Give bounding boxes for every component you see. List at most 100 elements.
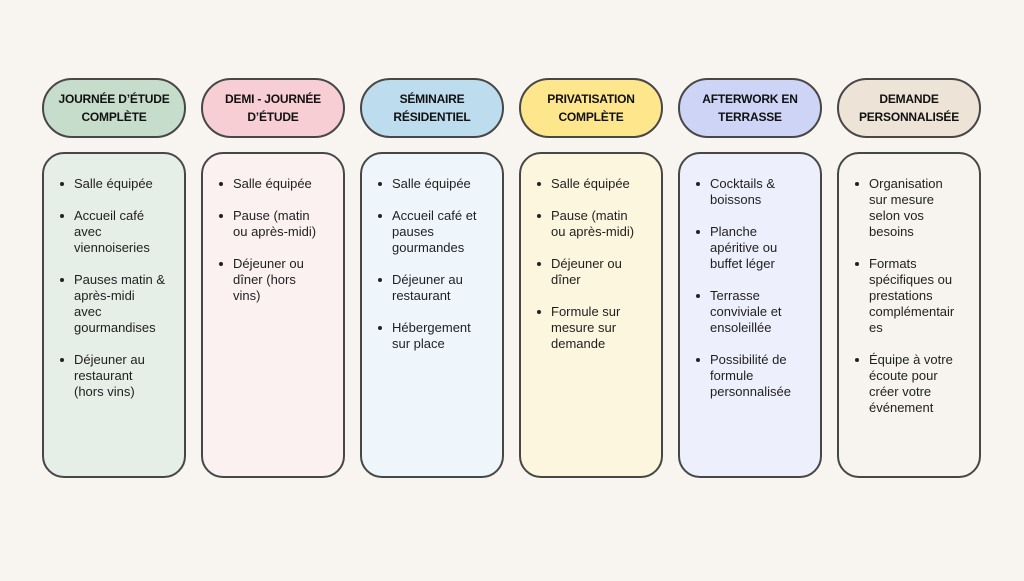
offer-title-line: DEMANDE: [879, 92, 939, 106]
feature-text-line: boissons: [710, 192, 762, 207]
feature-text-line: écoute pour: [869, 368, 938, 383]
offer-title-line: D’ÉTUDE: [247, 110, 299, 124]
offer-title: SÉMINAIRE RÉSIDENTIEL: [393, 90, 470, 126]
feature-text-line: Terrasse: [710, 288, 760, 303]
feature-text-line: mesure sur: [551, 320, 617, 335]
feature-text-line: Déjeuner au: [392, 272, 463, 287]
offer-title: DEMANDE PERSONNALISÉE: [859, 90, 959, 126]
feature-text-line: prestations: [869, 288, 933, 303]
offer-title-line: COMPLÈTE: [81, 110, 147, 124]
feature-text-line: viennoiseries: [74, 240, 150, 255]
feature-text-line: personnalisée: [710, 384, 791, 399]
feature-text-line: Formule sur: [551, 304, 621, 319]
feature-list-item: Salle équipée: [44, 176, 184, 192]
feature-text-line: buffet léger: [710, 256, 775, 271]
feature-list-item: Salle équipée: [203, 176, 343, 192]
offer-title-line: SÉMINAIRE: [399, 92, 465, 106]
feature-text-line: Accueil café: [74, 208, 145, 223]
feature-text-line: Déjeuner au: [74, 352, 145, 367]
offer-title-pill: DEMANDE PERSONNALISÉE: [837, 78, 981, 138]
feature-text-line: Salle équipée: [233, 176, 312, 191]
feature-text-line: Salle équipée: [74, 176, 153, 191]
offer-title-line: AFTERWORK EN: [702, 92, 798, 106]
feature-text-line: gourmandes: [392, 240, 465, 255]
feature-text-line: conviviale et: [710, 304, 782, 319]
feature-text-line: restaurant: [392, 288, 451, 303]
feature-text-line: sur place: [392, 336, 445, 351]
offer-title-pill: SÉMINAIRE RÉSIDENTIEL: [360, 78, 504, 138]
feature-text-line: gourmandises: [74, 320, 156, 335]
feature-text-line: besoins: [869, 224, 914, 239]
feature-text-line: Accueil café et: [392, 208, 477, 223]
feature-list-item: Cocktails &boissons: [680, 176, 820, 208]
offer-title-line: PRIVATISATION: [547, 92, 635, 106]
feature-text-line: apéritive ou: [710, 240, 778, 255]
offer-title: DEMI - JOURNÉE D’ÉTUDE: [225, 90, 321, 126]
feature-text-line: dîner (hors: [233, 272, 296, 287]
feature-text-line: ensoleillée: [710, 320, 772, 335]
feature-text-line: avec: [74, 224, 102, 239]
feature-text-line: créer votre: [869, 384, 932, 399]
feature-text-line: ou après-midi): [551, 224, 635, 239]
feature-text-line: ou après-midi): [233, 224, 317, 239]
feature-text-line: Formats: [869, 256, 917, 271]
feature-text-line: selon vos: [869, 208, 924, 223]
offer-title-line: DEMI - JOURNÉE: [225, 92, 321, 106]
feature-text-line: (hors vins): [74, 384, 135, 399]
feature-list-item: Salle équipée: [521, 176, 661, 192]
feature-text-line: Pause (matin: [551, 208, 628, 223]
feature-text-line: Salle équipée: [392, 176, 471, 191]
feature-text-line: Organisation: [869, 176, 943, 191]
feature-text-line: restaurant: [74, 368, 133, 383]
feature-text-line: après-midi: [74, 288, 135, 303]
feature-text-line: complémentair: [869, 304, 955, 319]
feature-text-line: sur mesure: [869, 192, 935, 207]
feature-text-line: pauses: [392, 224, 434, 239]
feature-text-line: dîner: [551, 272, 581, 287]
feature-text-line: Équipe à votre: [869, 352, 953, 367]
feature-list-item: Salle équipée: [362, 176, 502, 192]
feature-text-line: formule: [710, 368, 754, 383]
offer-title-line: RÉSIDENTIEL: [393, 110, 471, 124]
feature-text-line: Cocktails &: [710, 176, 776, 191]
feature-text-line: Pauses matin &: [74, 272, 166, 287]
feature-text-line: Déjeuner ou: [551, 256, 622, 271]
feature-text-line: Salle équipée: [551, 176, 630, 191]
feature-text-line: Déjeuner ou: [233, 256, 304, 271]
offer-title-line: PERSONNALISÉE: [858, 110, 960, 124]
feature-text-line: demande: [551, 336, 606, 351]
